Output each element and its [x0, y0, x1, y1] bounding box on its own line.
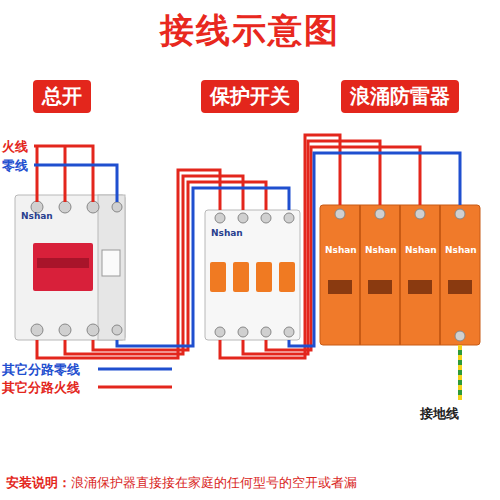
leakage-module	[98, 195, 125, 340]
brand-text: Nshan	[445, 245, 477, 255]
section-header: 总开	[33, 80, 91, 113]
switch-levers	[210, 262, 295, 292]
section-header: 浪涌防雷器	[341, 80, 459, 113]
test-button-panel	[102, 250, 120, 276]
wire-bundle	[220, 135, 460, 358]
breaker-terminals	[31, 201, 122, 336]
wire-label: 火线	[2, 138, 28, 156]
wire-label: 其它分路火线	[2, 379, 80, 397]
ground-wire-stripe	[458, 345, 462, 400]
incoming-wires	[34, 146, 117, 202]
diagram-title: 接线示意图	[160, 8, 340, 54]
wire-bundle	[37, 170, 289, 358]
header-text: 浪涌防雷器	[350, 83, 450, 110]
header-text: 保护开关	[210, 83, 290, 110]
wire-label: 其它分路零线	[2, 361, 80, 379]
wire	[117, 188, 289, 346]
surge-body	[320, 205, 480, 345]
surge-windows	[328, 280, 472, 294]
wire	[65, 176, 243, 354]
device-box: Nshan	[15, 195, 125, 340]
brand-text: Nshan	[365, 245, 397, 255]
breaker-body	[15, 195, 125, 340]
wire-label: 零线	[2, 157, 28, 175]
branch-wires	[98, 369, 172, 387]
ground-wire	[458, 345, 462, 400]
wire	[289, 153, 460, 346]
brand-text: Nshan	[211, 228, 243, 238]
surge-terminals	[335, 209, 465, 341]
breaker-lever-bar	[37, 258, 89, 268]
wire-label: 浪涌保护器直接接在家庭的任何型号的空开或者漏	[71, 474, 357, 492]
wire	[220, 135, 340, 358]
switch-body	[205, 210, 300, 340]
wire	[266, 147, 420, 350]
wire-label: 安装说明：	[6, 474, 71, 492]
device-box: Nshan Nshan Nshan Nshan	[320, 205, 480, 345]
header-text: 总开	[42, 83, 82, 110]
section-header: 保护开关	[201, 80, 299, 113]
breaker-lever	[33, 243, 93, 291]
wire	[93, 182, 266, 350]
brand-text: Nshan	[325, 245, 357, 255]
brand-text: Nshan	[405, 245, 437, 255]
brand-text: Nshan	[21, 211, 53, 221]
surge-module-dividers	[360, 205, 440, 345]
wire-label: 接地线	[420, 405, 459, 423]
device-box: Nshan	[205, 210, 300, 340]
